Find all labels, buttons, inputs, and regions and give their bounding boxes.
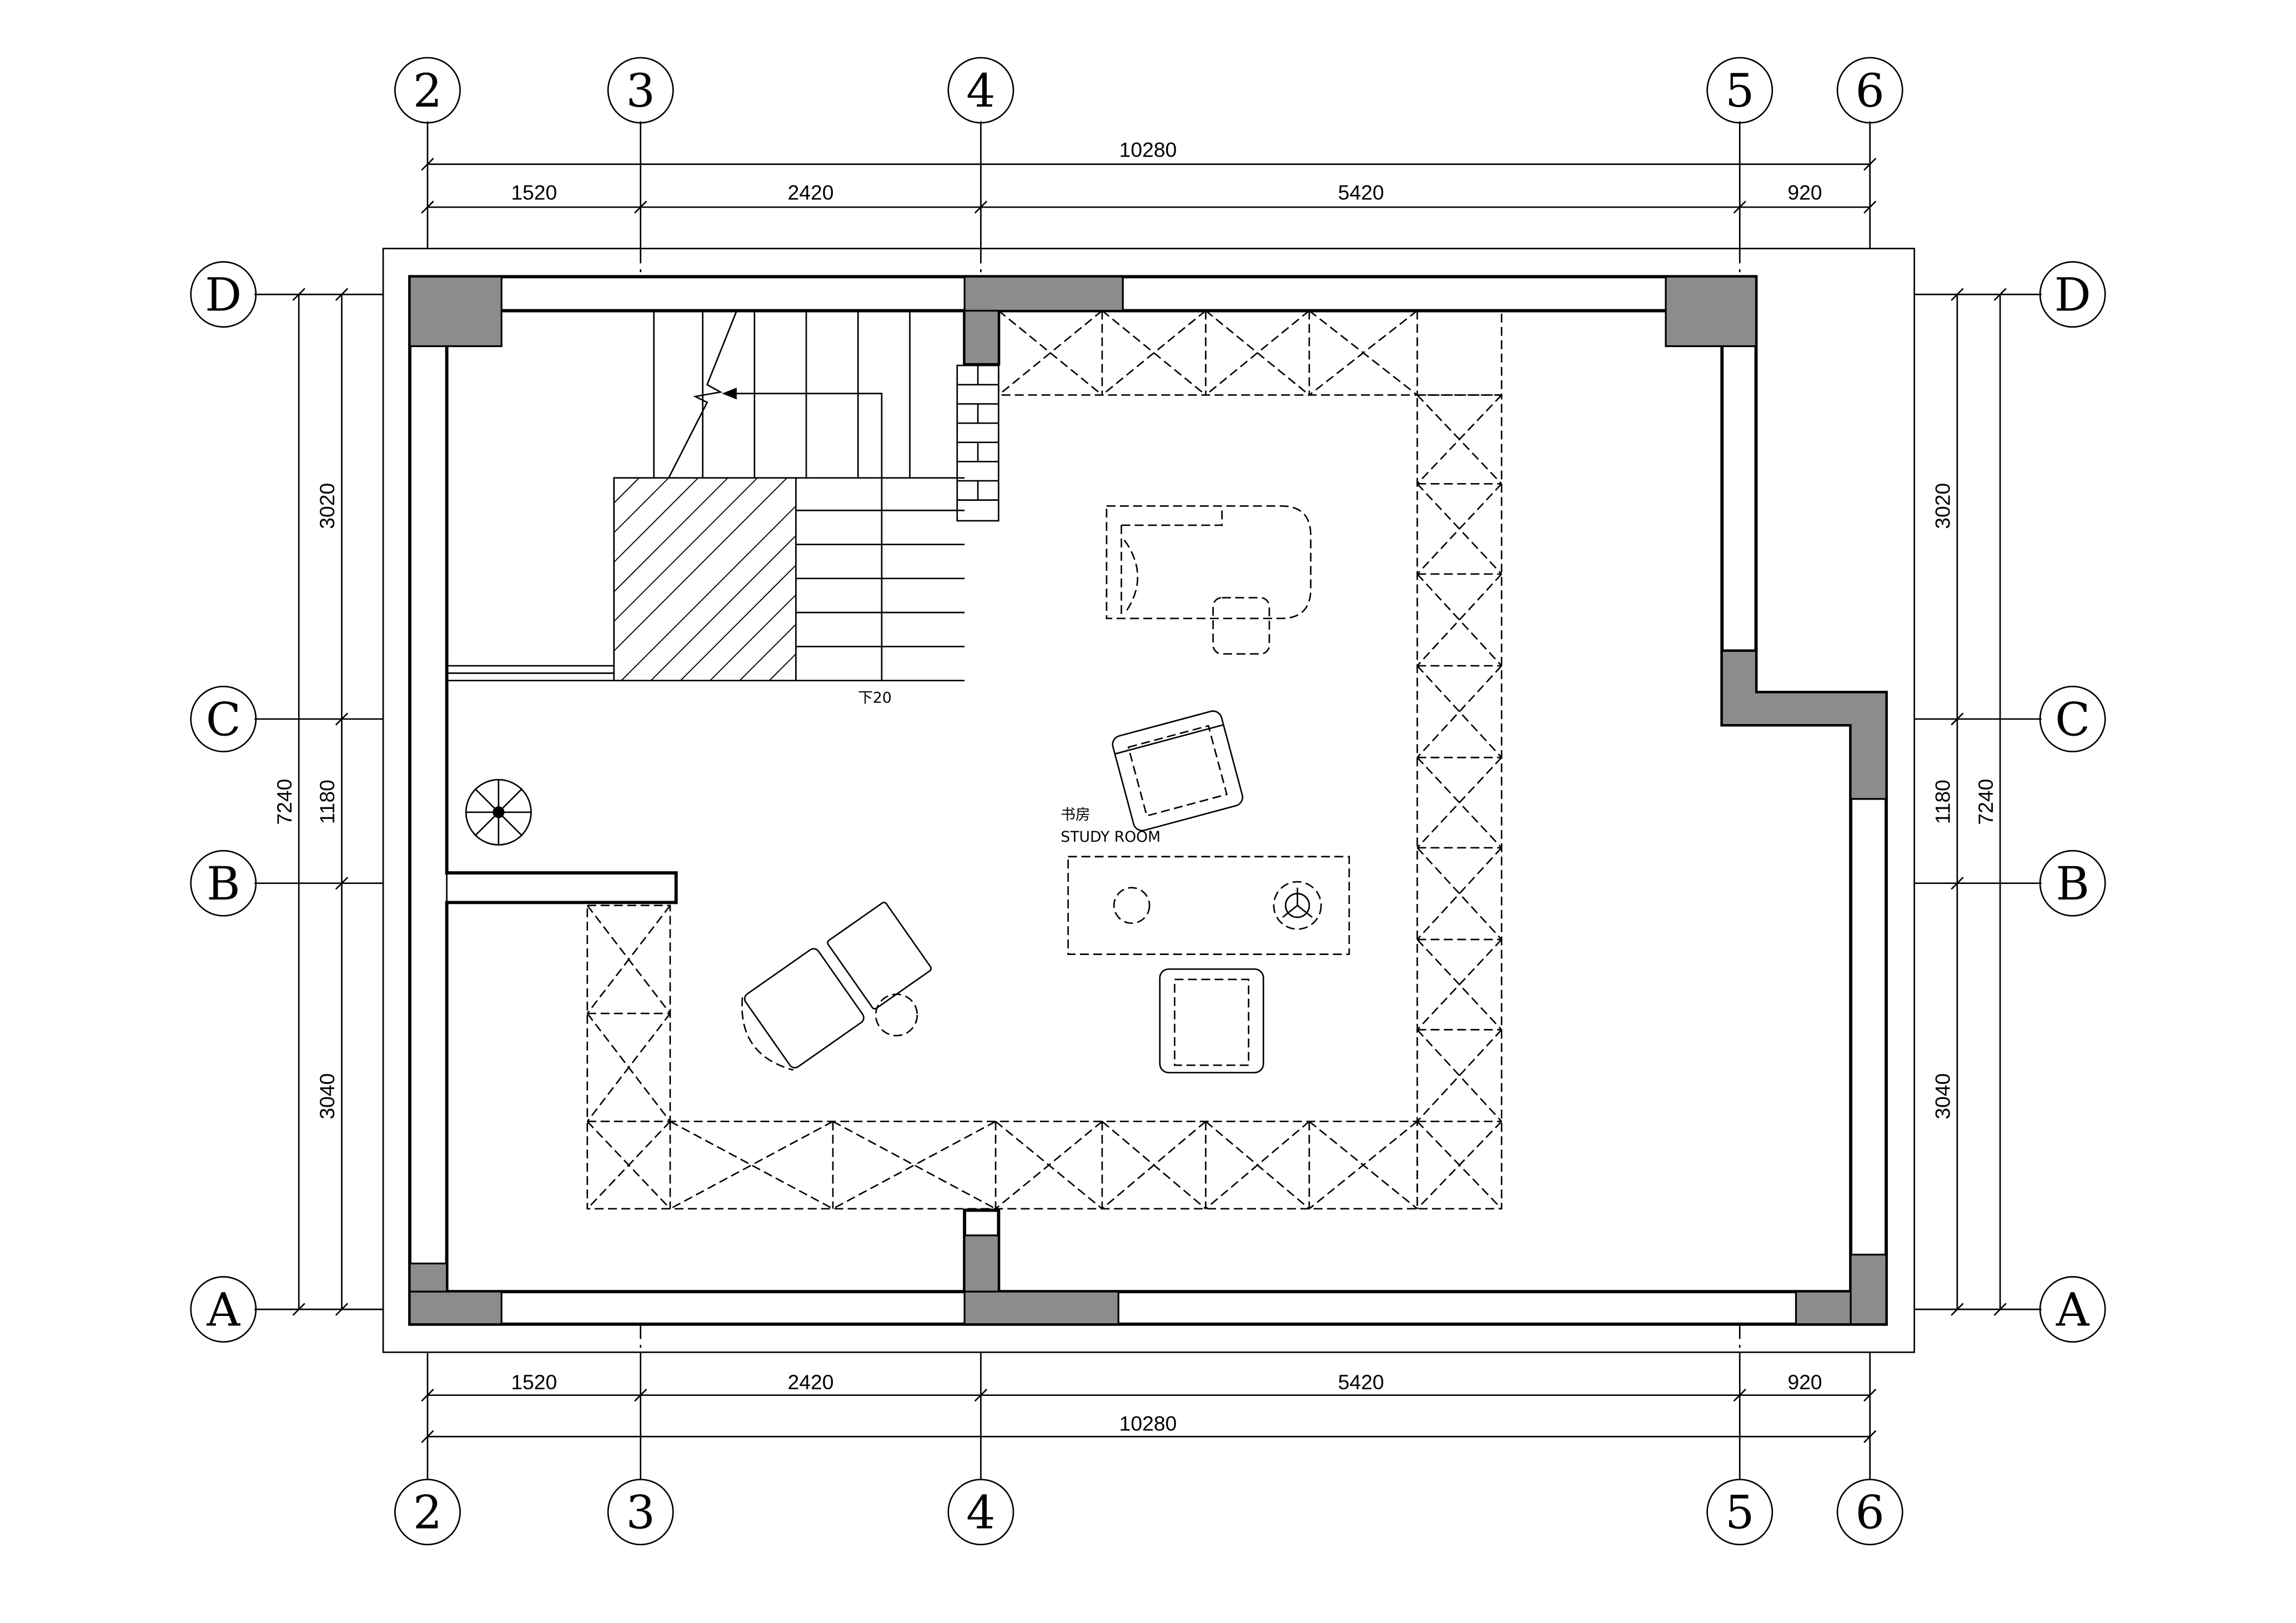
- grid-bubbles-left: D C B A: [190, 261, 257, 1343]
- dim-left-seg-2: 1180: [315, 780, 339, 824]
- grid-col-3-top: 3: [626, 64, 655, 118]
- grid-col-4-bottom: 4: [966, 1486, 996, 1539]
- grid-col-4-top: 4: [966, 64, 996, 118]
- grid-col-2-top: 2: [413, 64, 443, 118]
- dim-bottom-total: 10280: [1119, 1412, 1177, 1435]
- columns: [409, 275, 1887, 1325]
- furniture: 书房 STUDY ROOM: [465, 505, 1350, 1074]
- dim-bottom-seg-3: 5420: [1338, 1370, 1384, 1394]
- brick-partition: [956, 364, 999, 522]
- side-table: [875, 993, 918, 1037]
- corner-desk: [1106, 505, 1312, 620]
- desk-chair: [1212, 597, 1270, 655]
- grid-bubbles-right: D C B A: [2039, 261, 2106, 1343]
- dim-right-total: 7240: [1974, 779, 1997, 825]
- dim-top-seg-1: 1520: [511, 181, 557, 204]
- grid-row-a-right: A: [2056, 1283, 2090, 1336]
- grid-col-5-bottom: 5: [1725, 1486, 1755, 1539]
- grid-bubbles-top: 2 3 4 5 6: [394, 57, 1903, 124]
- dim-top-total: 10280: [1119, 138, 1177, 161]
- top-dimensions: 10280 1520 2420 5420 920: [421, 121, 1877, 249]
- dim-right-seg-3: 3040: [1931, 1073, 1955, 1119]
- grid-col-6-bottom: 6: [1855, 1486, 1885, 1539]
- grid-col-2-bottom: 2: [413, 1486, 443, 1539]
- dim-left-seg-1: 3020: [315, 483, 339, 529]
- drawing-frame: [382, 248, 1915, 1353]
- dim-left-total: 7240: [273, 779, 296, 825]
- grid-col-6-top: 6: [1855, 64, 1885, 118]
- dim-right-seg-1: 3020: [1931, 483, 1955, 529]
- dim-left-seg-3: 3040: [315, 1073, 339, 1119]
- left-dimensions: 7240 3020 1180 3040: [254, 288, 384, 1316]
- stair-label: 下20: [858, 690, 892, 707]
- room-label-cn: 书房: [1061, 806, 1090, 823]
- dim-bottom-seg-2: 2420: [788, 1370, 834, 1394]
- grid-row-b-left: B: [207, 857, 240, 911]
- grid-col-3-bottom: 3: [626, 1486, 655, 1539]
- grid-bubbles-bottom: 2 3 4 5 6: [394, 1479, 1903, 1546]
- grid-row-b-right: B: [2056, 857, 2089, 911]
- dim-bottom-seg-1: 1520: [511, 1370, 557, 1394]
- dim-top-seg-4: 920: [1787, 181, 1822, 204]
- grid-row-a-left: A: [206, 1283, 240, 1336]
- right-dimensions: 3020 1180 3040 7240: [1914, 288, 2042, 1316]
- armchair-bottom: [1159, 968, 1264, 1074]
- lounge-chair: [741, 902, 932, 1071]
- dim-top-seg-3: 5420: [1338, 181, 1384, 204]
- grid-row-c-left: C: [206, 693, 241, 746]
- grid-row-c-right: C: [2055, 693, 2090, 746]
- dim-right-seg-2: 1180: [1931, 780, 1955, 824]
- grid-row-d-left: D: [205, 269, 242, 322]
- walls: [408, 275, 1888, 1326]
- coffee-table: [1067, 856, 1350, 955]
- room-label-en: STUDY ROOM: [1061, 828, 1160, 846]
- bottom-dimensions: 1520 2420 5420 920 10280: [421, 1352, 1877, 1480]
- armchair-top: [1112, 710, 1244, 832]
- grid-col-5-top: 5: [1725, 64, 1755, 118]
- staircase: 下20: [446, 310, 965, 707]
- grid-row-d-right: D: [2054, 269, 2091, 322]
- bookshelves: [586, 310, 1503, 1210]
- dim-top-seg-2: 2420: [788, 181, 834, 204]
- gridline-marks: [640, 248, 1741, 1353]
- plant-icon: [465, 778, 532, 846]
- dim-bottom-seg-4: 920: [1787, 1370, 1822, 1394]
